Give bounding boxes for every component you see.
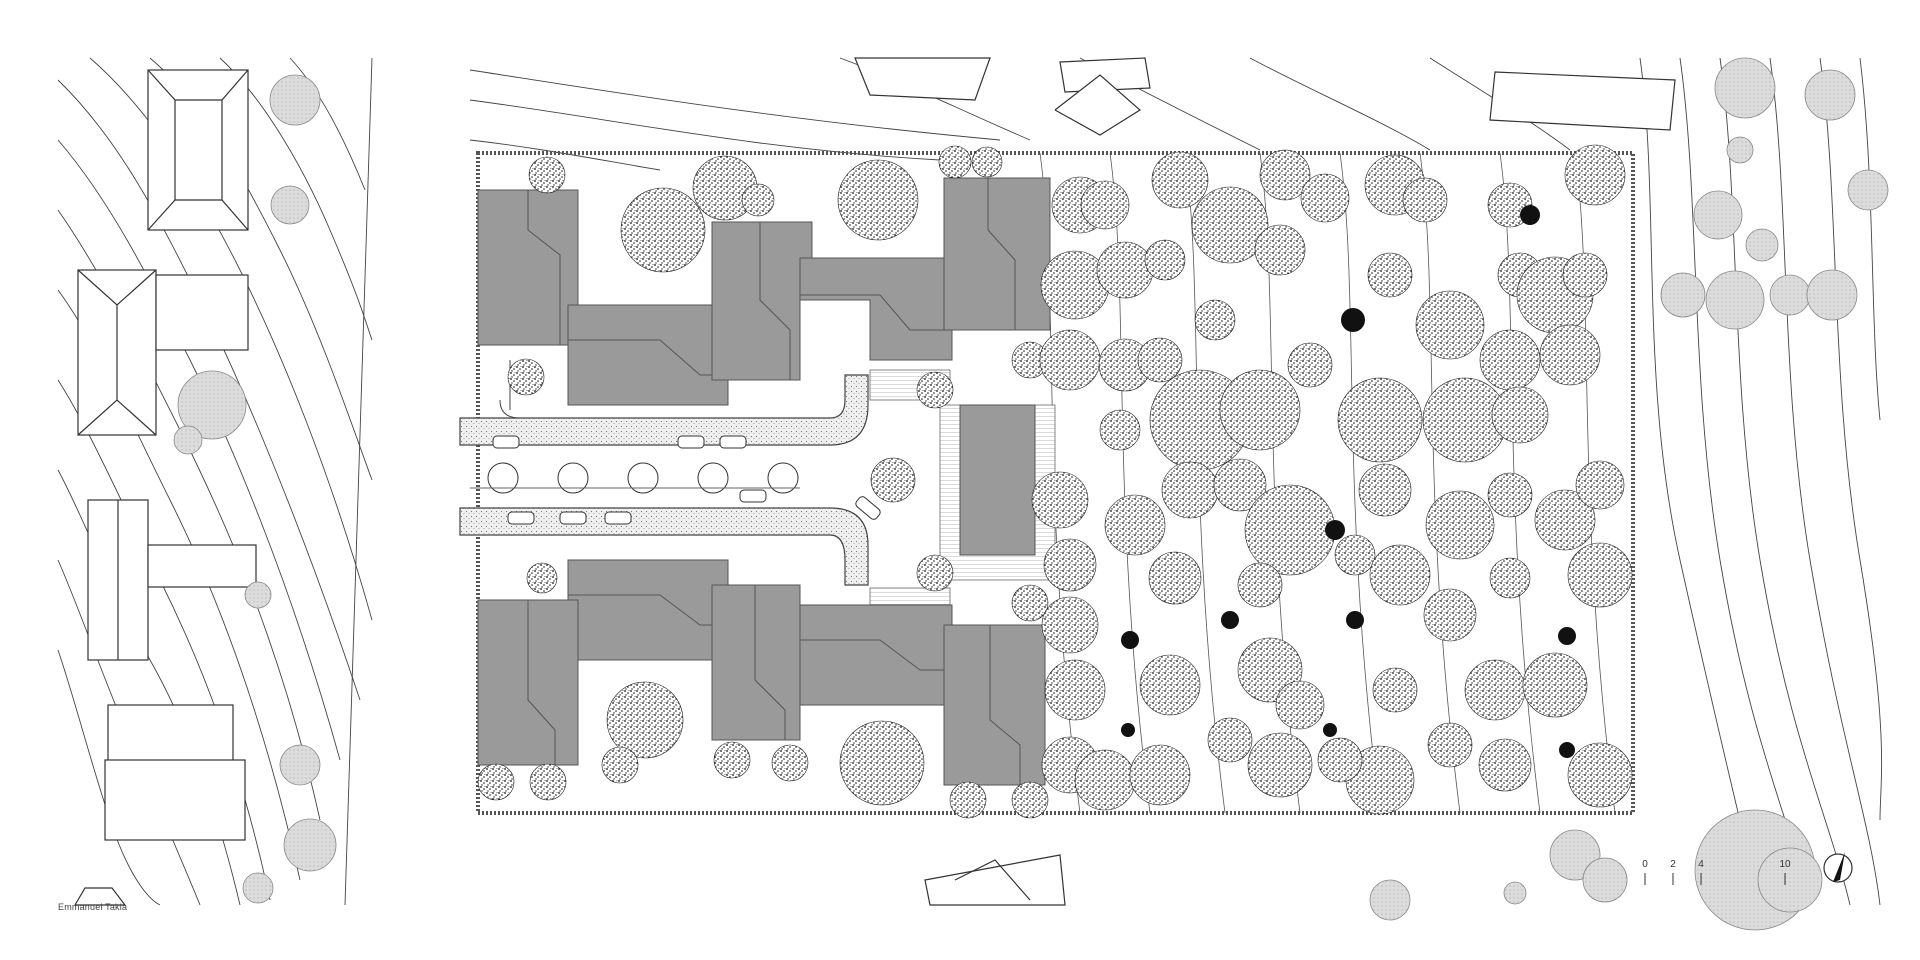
- left-neighbor-trees: [173, 74, 337, 904]
- north-arrow-icon: [1823, 852, 1853, 883]
- scale-label-4: 4: [1698, 859, 1704, 870]
- scale-label-10: 10: [1779, 859, 1791, 870]
- scale-label-0: 0: [1642, 859, 1648, 870]
- orchard-saplings: [1121, 205, 1576, 758]
- central-boulevard-trees: [470, 462, 800, 494]
- scale-label-2: 2: [1670, 859, 1676, 870]
- property-hedge: [476, 151, 1635, 815]
- left-neighbor-houses: [73, 69, 257, 906]
- right-neighbor-trees: [1369, 57, 1889, 931]
- scale-bar: 0 2 4 10: [1642, 859, 1791, 885]
- access-road-lower: [459, 507, 869, 586]
- top-neighbor-houses: [854, 57, 1676, 906]
- parked-cars: [492, 435, 881, 525]
- right-neighborhood: [1639, 57, 1883, 906]
- buildings-upper: [477, 177, 1051, 556]
- buildings-lower: [477, 559, 1046, 786]
- orchard-trees: [1031, 144, 1633, 815]
- author-credit: Emmanuel Takla: [58, 902, 128, 912]
- garden-trees: [477, 145, 1049, 819]
